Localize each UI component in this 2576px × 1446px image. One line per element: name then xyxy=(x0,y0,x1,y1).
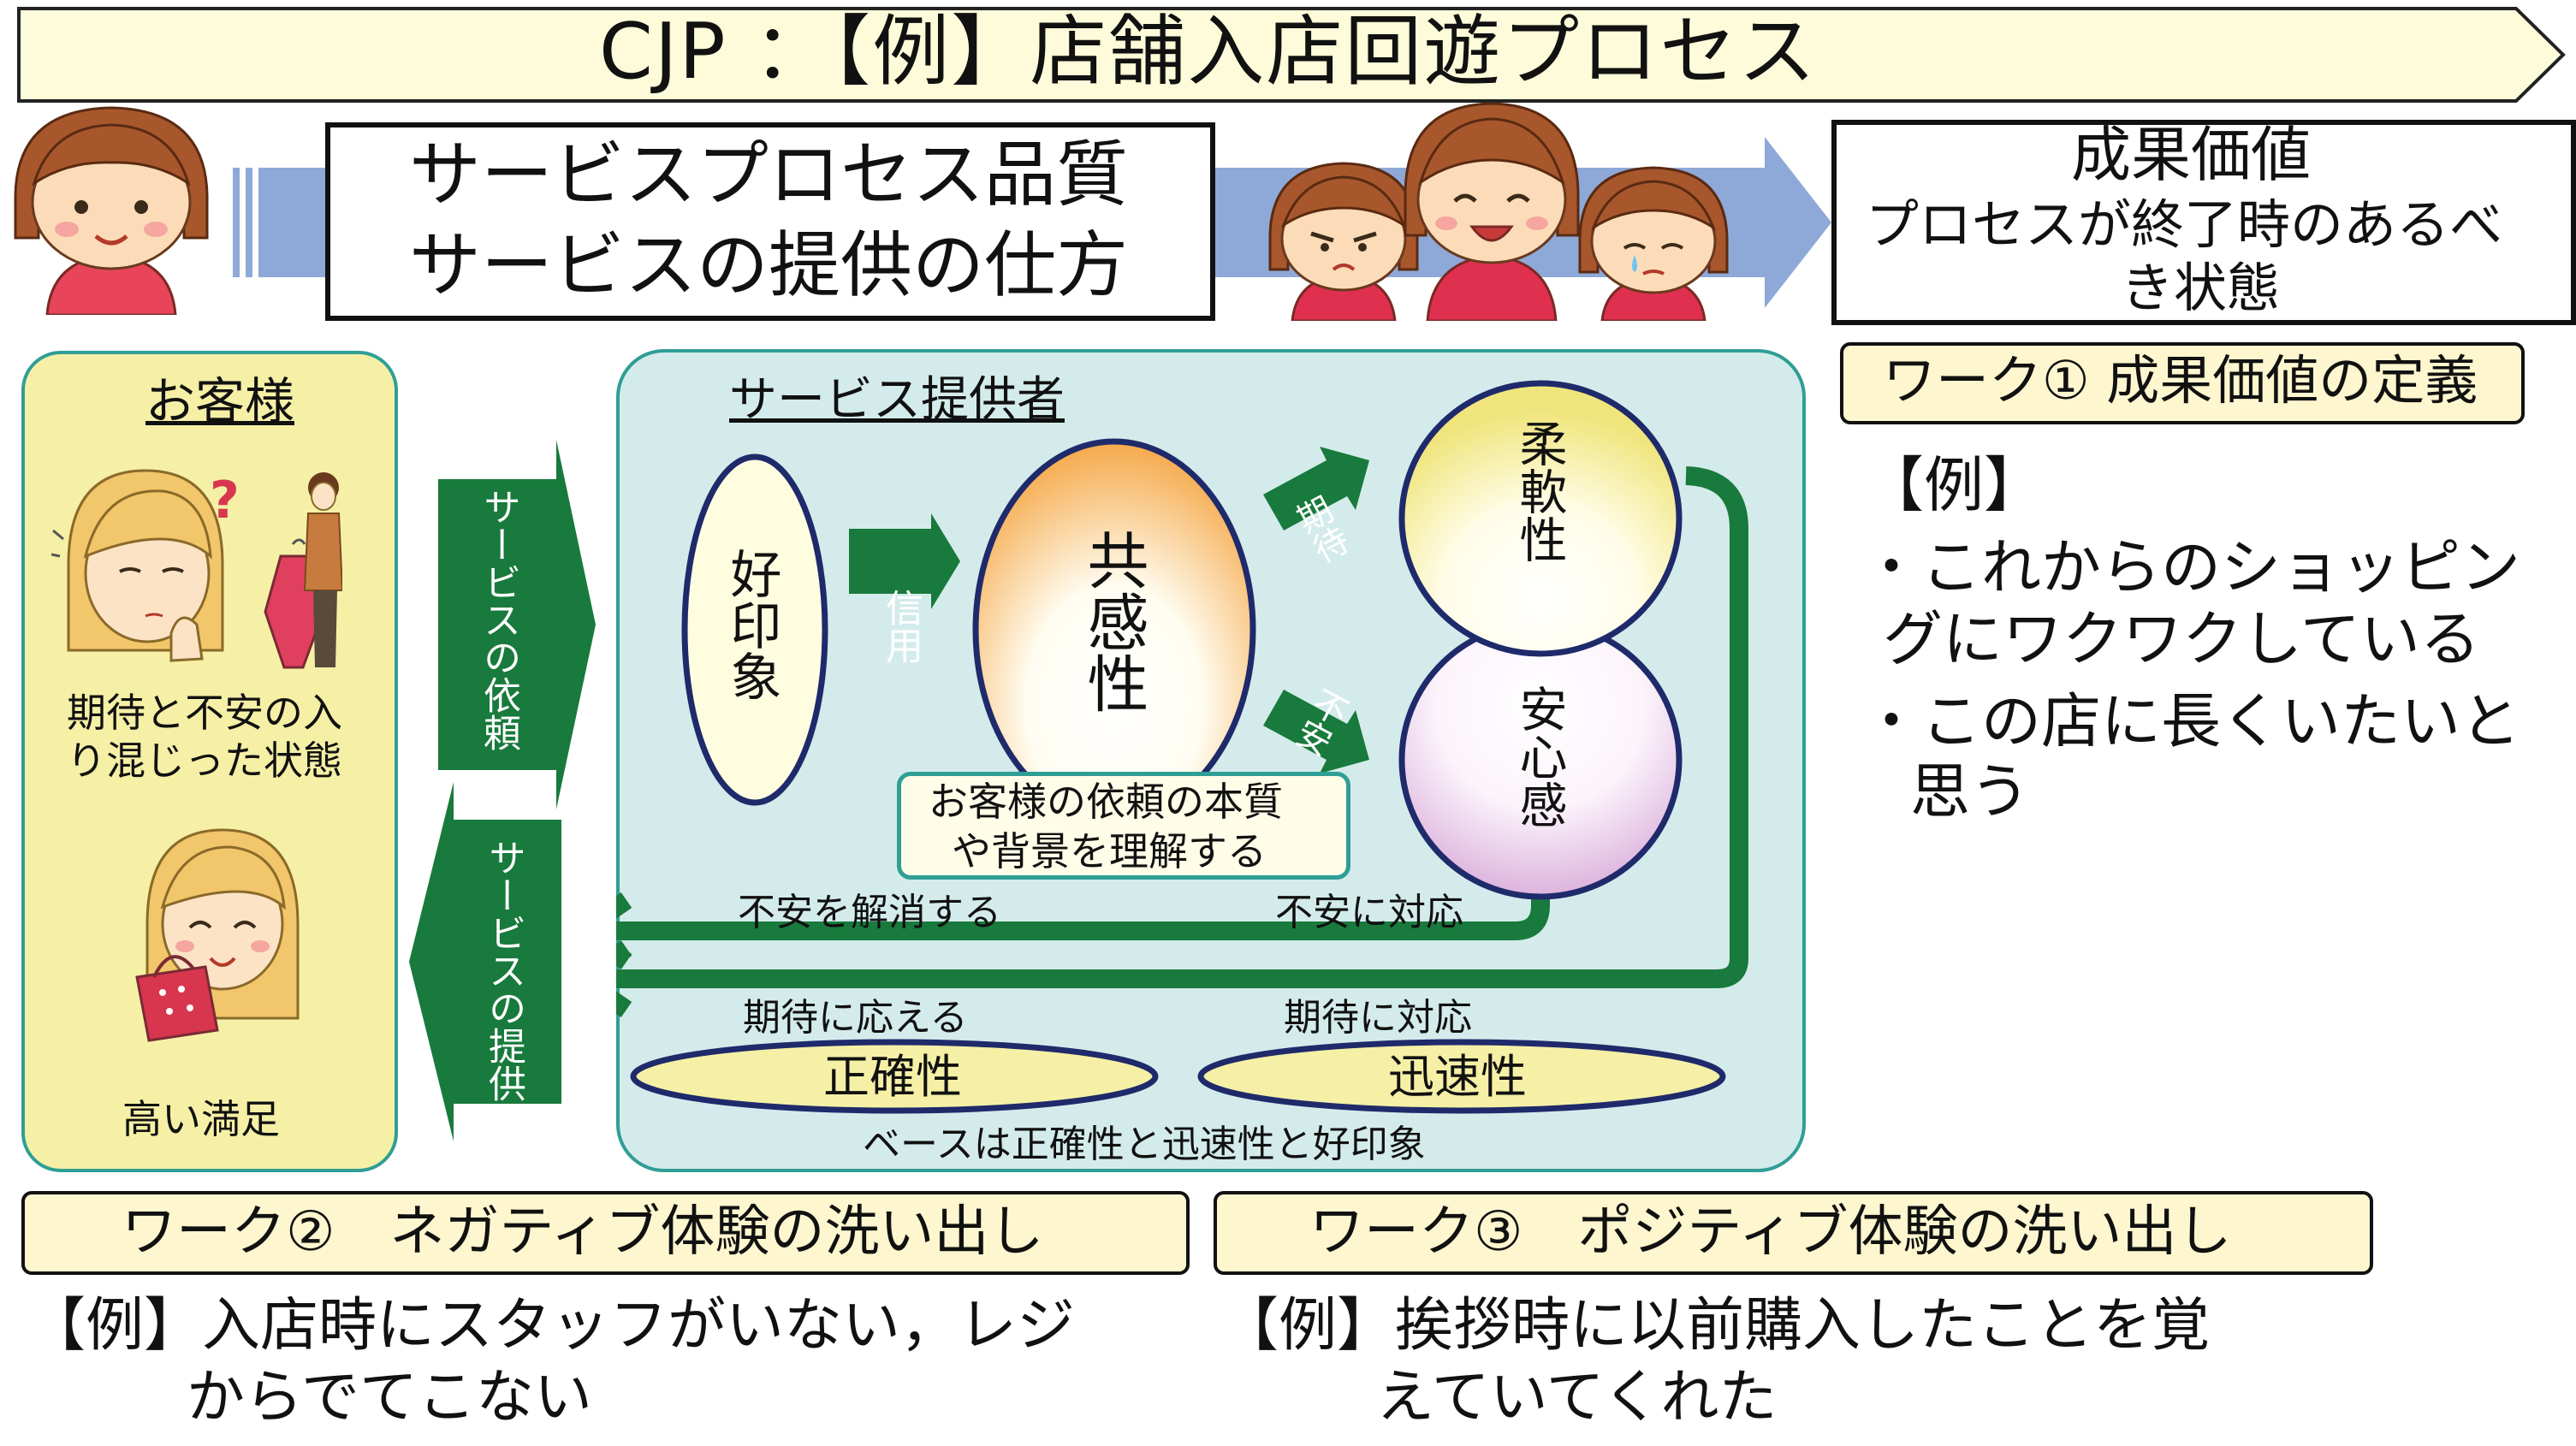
crying-customer-face-icon xyxy=(1578,166,1729,321)
understanding-line1: お客様の依頼の本質 xyxy=(929,779,1283,825)
customer-satisfied-label: 高い満足 xyxy=(122,1096,280,1142)
flexibility-ellipse xyxy=(1398,380,1683,657)
handle-anxiety-label: 不安に対応 xyxy=(1275,891,1463,934)
service-delivery-arrow xyxy=(409,782,561,1141)
customer-panel-heading: お客様 xyxy=(145,372,295,430)
reassurance-label: 安心感 xyxy=(1511,684,1567,828)
outcome-value-box xyxy=(1831,120,2576,325)
outcome-value-desc-line2: き状態 xyxy=(2121,257,2281,319)
good-impression-label: 好印象 xyxy=(721,548,781,702)
accuracy-ellipse xyxy=(630,1039,1159,1114)
customer-state-line2: り混じった状態 xyxy=(67,738,342,784)
annoyed-customer-face-icon xyxy=(1268,162,1419,321)
trust-label: 信用 xyxy=(879,589,923,664)
work3-label: ワーク③ ポジティブ体験の洗い出し xyxy=(1309,1200,2232,1264)
understanding-box xyxy=(897,772,1350,880)
work2-label-box xyxy=(21,1191,1190,1275)
good-impression-ellipse xyxy=(681,453,828,806)
work1-bullet1-line1: ・これからのショッピン xyxy=(1861,532,2520,602)
service-process-quality-label: サービスプロセス品質 xyxy=(409,133,1129,216)
anxiety-arrow xyxy=(1263,690,1369,773)
accuracy-label: 正確性 xyxy=(823,1050,962,1104)
outcome-value-heading: 成果価値 xyxy=(2071,120,2311,190)
outcome-value-desc-line1: プロセスが終了時のあるべ xyxy=(1866,193,2503,256)
work3-label-box xyxy=(1214,1191,2373,1275)
meet-expectation-label: 期待に応える xyxy=(743,996,968,1040)
expectation-arrow xyxy=(1263,447,1369,530)
resolve-anxiety-label: 不安を解消する xyxy=(738,891,1001,934)
service-process-quality-box xyxy=(325,122,1215,321)
happy-customer-face-icon xyxy=(1404,102,1580,321)
service-request-arrow xyxy=(438,440,596,809)
provider-diagram xyxy=(616,380,1748,1114)
understanding-line2: や背景を理解する xyxy=(952,828,1267,874)
work2-example-line1: 【例】入店時にスタッフがいない，レジ xyxy=(27,1292,1076,1360)
service-delivery-label: サービスの提供 xyxy=(482,839,525,1102)
customer-face-icon xyxy=(14,106,209,315)
work1-bullet2-line1: ・この店に長くいたいと xyxy=(1861,686,2520,756)
service-delivery-method-label: サービスの提供の仕方 xyxy=(409,223,1129,307)
work3-example-line2: えていてくれた xyxy=(1376,1364,1778,1431)
flexibility-label: 柔軟性 xyxy=(1511,419,1567,563)
speed-ellipse xyxy=(1197,1039,1726,1114)
happy-shopper-icon xyxy=(135,828,300,1042)
title-banner-shape xyxy=(17,7,2566,103)
work2-label: ワーク② ネガティブ体験の洗い出し xyxy=(122,1200,1044,1264)
page-title: CJP ：【例】店舗入店回遊プロセス xyxy=(599,7,1818,97)
work3-example-line1: 【例】挨拶時に以前購入したことを覚 xyxy=(1220,1292,2211,1360)
provider-panel-heading: サービス提供者 xyxy=(729,372,1065,428)
speed-label: 迅速性 xyxy=(1388,1050,1527,1104)
worried-customer-icon xyxy=(51,469,342,669)
work1-label: ワーク① 成果価値の定義 xyxy=(1883,349,2478,412)
question-mark-icon: ? xyxy=(210,471,240,530)
base-note-label: ベースは正確性と迅速性と好印象 xyxy=(863,1123,1426,1166)
trust-arrow xyxy=(849,513,960,609)
customer-state-line1: 期待と不安の入 xyxy=(67,690,342,736)
work1-bullet2-line2: 思う xyxy=(1910,756,2030,827)
work1-bullet1-line2: グにワクワクしている xyxy=(1883,604,2480,674)
work1-example-tag: 【例】 xyxy=(1864,450,2044,520)
empathy-label: 共感性 xyxy=(1077,529,1149,714)
work1-label-box xyxy=(1840,342,2525,424)
handle-expectation-label: 期待に対応 xyxy=(1284,996,1472,1040)
service-request-label: サービスの依頼 xyxy=(477,488,520,751)
work2-example-line2: からでてこない xyxy=(187,1364,592,1431)
